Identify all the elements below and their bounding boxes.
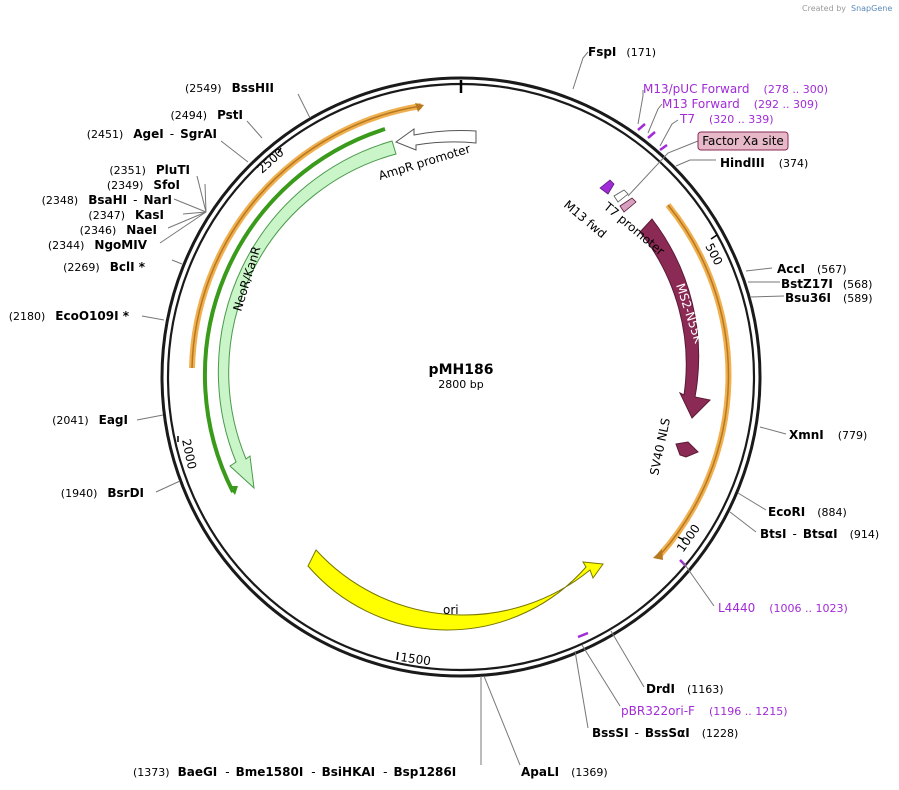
svg-text:EcoRI(884): EcoRI(884) [768,505,847,519]
lac-small-feature[interactable] [613,189,629,203]
svg-text:(2351)PluTI: (2351)PluTI [109,163,190,177]
svg-text:(1940)BsrDI: (1940)BsrDI [61,486,144,500]
m13-fwd-label: M13 fwd [561,198,609,241]
ori-feature[interactable] [307,549,604,631]
site-bsssi: BssSI [592,726,629,740]
ori-label: ori [443,603,459,617]
site-hindiii: HindIII [720,156,765,170]
svg-text:(2349)SfoI: (2349)SfoI [107,178,180,192]
svg-text:(2451)AgeI-SgrAI: (2451)AgeI-SgrAI [87,127,217,141]
svg-text:pBR322ori-F(1196 .. 1215): pBR322ori-F(1196 .. 1215) [621,704,788,718]
sv40-nls-feature[interactable] [675,441,699,458]
watermark-brand: SnapGene [851,4,892,13]
site-pluti: PluTI [156,163,190,177]
site-xmni: XmnI [789,428,824,442]
primer-pbr322ori-f: pBR322ori-F [621,704,695,718]
neor-kanr-feature[interactable] [217,140,397,490]
svg-text:(2549)BssHII: (2549)BssHII [185,81,274,95]
primer-m13-forward: M13 Forward [662,97,740,111]
plasmid-name: pMH186 [429,362,494,378]
site-naei: NaeI [126,223,157,237]
site-bsu36i: Bsu36I [785,291,831,305]
site-ecori: EcoRI [768,505,805,519]
svg-text:(2346)NaeI: (2346)NaeI [80,223,157,237]
site-ngomiv: NgoMIV [94,238,147,252]
site-sfoi: SfoI [153,178,180,192]
site-baegi-pos: (1373) [133,766,170,779]
ampr-promoter-feature[interactable] [394,128,477,151]
site-agei: AgeI [133,127,163,141]
svg-text:XmnI(779): XmnI(779) [789,428,867,442]
svg-text:(2269)BclI *: (2269)BclI * [63,260,146,274]
site-fspi: FspI [588,45,616,59]
ms2-label: MS2-N55K [673,282,706,346]
site-psti: PstI [217,108,243,122]
t7-promoter-feature[interactable] [619,197,637,213]
leader-lines [136,51,787,766]
factor-xa-label: Factor Xa site [702,134,784,148]
svg-text:FspI(171): FspI(171) [588,45,656,59]
svg-text:(1373)BaeGI-Bme1580I-BsiHKAI-B: (1373)BaeGI-Bme1580I-BsiHKAI-Bsp1286I [133,765,456,779]
site-ecoo109i: EcoO109I * [55,309,129,323]
plasmid-size: 2800 bp [438,378,483,391]
tick-2000: 2000 [179,438,199,471]
m13-fwd-feature[interactable] [599,179,615,195]
site-bsshii: BssHII [232,81,274,95]
site-acci: AccI [777,262,805,276]
site-btsi: BtsI [760,527,787,541]
svg-text:DrdI(1163): DrdI(1163) [646,682,724,696]
svg-text:(2347)KasI: (2347)KasI [88,208,164,222]
primer-t7: T7 [679,112,695,126]
site-apali: ApaLI [521,765,559,779]
svg-text:HindIII(374): HindIII(374) [720,156,808,170]
svg-text:M13 Forward(292 .. 309): M13 Forward(292 .. 309) [662,97,818,111]
sv40-label: SV40 NLS [647,417,673,477]
site-bsrdi: BsrDI [107,486,144,500]
site-bcli: BclI * [110,260,146,274]
site-drdi: DrdI [646,682,675,696]
svg-text:(2348)BsaHI-NarI: (2348)BsaHI-NarI [42,193,172,207]
tick-1500: 1500 [400,650,432,668]
site-eagi: EagI [99,413,128,427]
svg-text:(2344)NgoMIV: (2344)NgoMIV [48,238,148,252]
svg-text:T7(320 .. 339): T7(320 .. 339) [679,112,774,126]
svg-text:ApaLI(1369): ApaLI(1369) [521,765,608,779]
svg-text:(2041)EagI: (2041)EagI [52,413,128,427]
primer-m13-puc-forward: M13/pUC Forward [643,82,750,96]
svg-text:(2494)PstI: (2494)PstI [170,108,243,122]
svg-text:BtsI-BtsαI(914): BtsI-BtsαI(914) [760,527,879,541]
site-kasi: KasI [135,208,164,222]
backbone-outer [160,76,762,678]
svg-text:M13/pUC Forward(278 .. 300): M13/pUC Forward(278 .. 300) [643,82,828,96]
svg-text:(2180)EcoO109I *: (2180)EcoO109I * [9,309,130,323]
site-bstz17i: BstZ17I [781,277,833,291]
svg-text:AccI(567): AccI(567) [777,262,847,276]
svg-text:L4440(1006 .. 1023): L4440(1006 .. 1023) [718,601,848,615]
site-baegi: BaeGI [178,765,218,779]
watermark-created-by: Created by [802,4,846,13]
primer-l4440: L4440 [718,601,755,615]
ms2-n55k-feature[interactable] [639,218,712,419]
green-frame [202,127,386,493]
site-bsahi: BsaHI [88,193,127,207]
svg-text:Bsu36I(589): Bsu36I(589) [785,291,873,305]
svg-text:BssSI-BssSαI(1228): BssSI-BssSαI(1228) [592,726,738,740]
factor-xa-box[interactable] [697,131,789,151]
svg-text:BstZ17I(568): BstZ17I(568) [781,277,872,291]
